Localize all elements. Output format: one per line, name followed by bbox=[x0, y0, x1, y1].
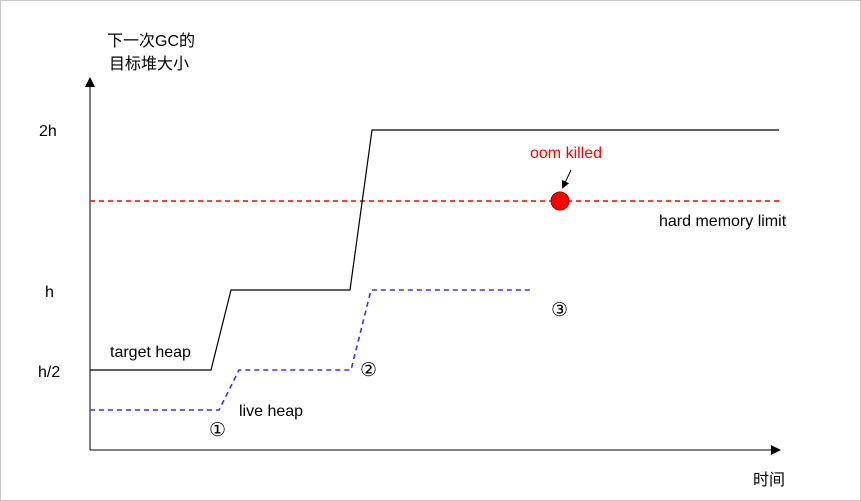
marker-3: ③ bbox=[551, 300, 569, 321]
oom-killed-label: oom killed bbox=[530, 145, 603, 162]
x-axis-title: 时间 bbox=[753, 472, 786, 489]
marker-1: ① bbox=[209, 420, 227, 441]
marker-2: ② bbox=[360, 360, 378, 381]
y-tick-2h: 2h bbox=[39, 123, 57, 140]
target-heap-line bbox=[90, 129, 779, 371]
target-heap-label: target heap bbox=[110, 344, 191, 361]
oom-arrow bbox=[561, 169, 572, 189]
y-tick-h: h bbox=[45, 284, 54, 301]
live-heap-label: live heap bbox=[239, 403, 304, 420]
y-axis-title-line2: 目标堆大小 bbox=[109, 56, 190, 73]
oom-point bbox=[550, 191, 570, 211]
y-axis-title-line1: 下一次GC的 bbox=[107, 33, 196, 50]
y-tick-half-h: h/2 bbox=[38, 364, 61, 381]
hard-memory-limit-label: hard memory limit bbox=[659, 213, 787, 230]
live-heap-line bbox=[90, 289, 531, 411]
